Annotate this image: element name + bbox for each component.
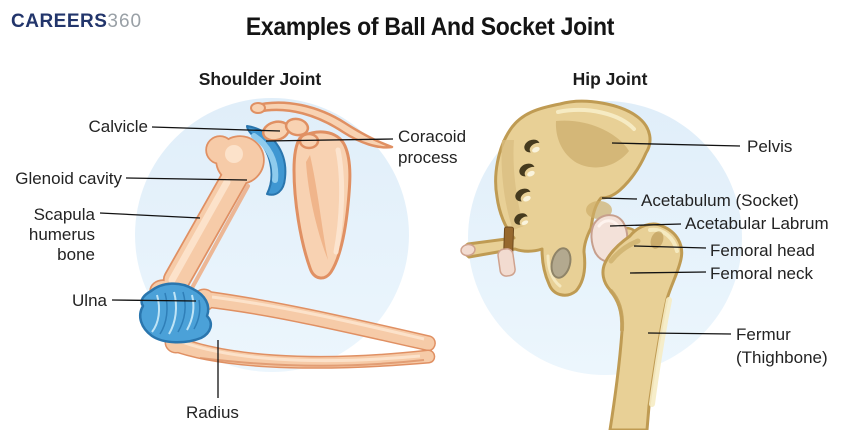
brand-logo: CAREERS360 xyxy=(11,11,142,33)
acromion-coracoid-knobs xyxy=(261,117,320,150)
leader-pelvis xyxy=(611,142,741,147)
page-title: Examples of Ball And Socket Joint xyxy=(245,13,615,41)
shoulder-illustration xyxy=(135,98,436,372)
leader-coracoid-process xyxy=(265,138,394,142)
hip-joint-heading: Hip Joint xyxy=(572,69,648,89)
label-radius: Radius xyxy=(186,403,239,422)
label-scapula-humerus-bone: Scapula humerus bone xyxy=(28,205,95,264)
pubic-tip-cartilage xyxy=(460,243,476,257)
label-acetabular-labrum: Acetabular Labrum xyxy=(685,214,829,233)
leader-femur xyxy=(647,332,732,335)
brand-logo-secondary: 360 xyxy=(107,11,143,32)
label-femur: Fermur (Thighbone) xyxy=(736,325,828,367)
shoulder-joint-capsule xyxy=(246,125,287,196)
leader-lines xyxy=(99,126,741,398)
label-glenoid-cavity: Glenoid cavity xyxy=(15,169,122,188)
leader-ulna xyxy=(111,299,197,302)
sacral-foramina xyxy=(514,139,544,227)
leader-scapula-humerus xyxy=(99,212,201,219)
leader-femoral-neck xyxy=(629,271,707,274)
radius-bone xyxy=(164,330,436,369)
obturator-foramen xyxy=(550,247,572,279)
leader-femoral-head xyxy=(633,245,707,249)
clavicle-bone xyxy=(250,101,394,149)
label-coracoid-process: Coracoid process xyxy=(398,127,467,167)
pubic-symphysis-cartilage xyxy=(497,248,516,277)
label-pelvis: Pelvis xyxy=(747,137,793,156)
brand-logo-primary: CAREERS xyxy=(11,11,108,32)
leader-glenoid-cavity xyxy=(125,177,248,181)
label-acetabulum: Acetabulum (Socket) xyxy=(641,191,799,210)
scapula-bone xyxy=(292,130,352,280)
label-ulna: Ulna xyxy=(72,291,107,310)
leader-acetabular-labrum xyxy=(609,223,682,227)
label-femoral-neck: Femoral neck xyxy=(710,264,813,283)
elbow-joint-capsule xyxy=(139,282,213,344)
femur-bone xyxy=(601,222,684,430)
leader-acetabulum xyxy=(601,197,638,200)
humerus-bone xyxy=(149,135,265,311)
leader-clavicle xyxy=(151,126,281,132)
shoulder-joint-heading: Shoulder Joint xyxy=(198,69,322,89)
label-clavicle: Calvicle xyxy=(88,117,148,136)
hip-illustration xyxy=(460,99,742,430)
ulna-bone xyxy=(192,288,436,352)
label-femoral-head: Femoral head xyxy=(710,241,815,260)
